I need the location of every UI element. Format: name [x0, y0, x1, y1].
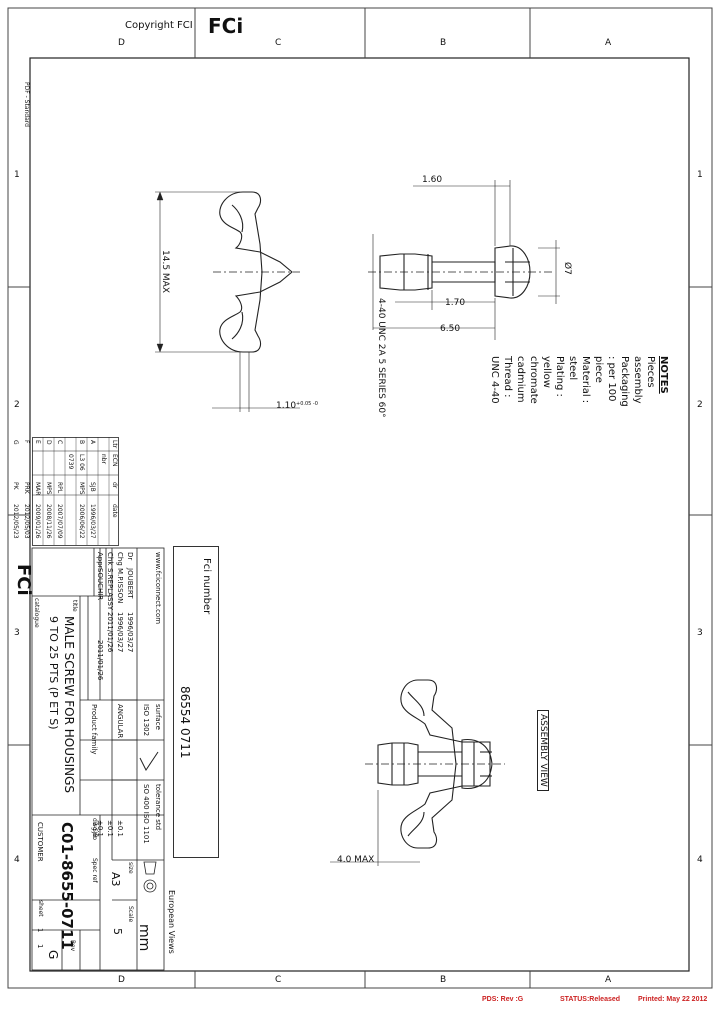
copyright-text: Copyright FCI — [125, 20, 193, 31]
approval2-date: 2011/01/26 — [96, 640, 104, 681]
dim-1-10: 1.10 — [276, 401, 297, 411]
approval-label: Chk — [106, 552, 114, 566]
screw-side-view — [379, 253, 433, 291]
footer-status: STATUS:Released — [560, 996, 621, 1003]
product-family-label: Product family — [90, 704, 98, 755]
zone-number-2-right: 2 — [697, 400, 703, 410]
zone-letter-d-bottom: D — [118, 975, 125, 985]
footer-pds: PDS: Rev :G — [482, 996, 524, 1003]
revision-table — [32, 437, 119, 546]
zone-number-4: 4 — [14, 855, 20, 865]
approval-name: S.REPLASSY — [106, 568, 114, 611]
zone-number-3: 3 — [14, 628, 20, 638]
zone-number-4-right: 4 — [697, 855, 703, 865]
sheet-label: sheet — [37, 900, 44, 917]
check-label: Chg — [116, 552, 124, 566]
surface-label: surface — [154, 704, 162, 730]
approval2-label: Appr — [96, 552, 104, 569]
zone-letter-a-bottom: A — [605, 975, 612, 985]
rev-value: G — [46, 950, 60, 960]
dim-6-50: 6.50 — [440, 324, 461, 334]
iso-label: ISO 1302 — [142, 704, 150, 737]
zone-letter-b-bottom: B — [440, 975, 447, 985]
drawn-date: 1996/03/27 — [126, 612, 134, 653]
surface-check-icon — [138, 750, 160, 772]
title-line-2: 9 TO 25 PTS (P ET S) — [47, 616, 60, 730]
zone-letter-c-bottom: C — [275, 975, 282, 985]
zone-letter-b: B — [440, 38, 447, 48]
fci-title-logo: FCi — [13, 564, 34, 596]
dim-4-0-max: 4.0 MAX — [337, 855, 375, 865]
tolerance-values: SO 400 ISO 1101 — [142, 784, 150, 844]
tolerance-row: ±0.1 — [106, 820, 114, 837]
zone-letter-c: C — [275, 38, 282, 48]
dwg-number: C01-8655-0711 — [58, 822, 76, 950]
check-date: 1996/03/27 — [116, 612, 124, 653]
approval2-name: SOUCHIR — [96, 568, 104, 601]
unit-value: mm — [136, 924, 152, 952]
zone-letter-a: A — [605, 38, 612, 48]
zone-number-2: 2 — [14, 400, 20, 410]
drawn-name: JOUBERT — [126, 568, 134, 599]
fci-logo: FCi — [208, 14, 244, 38]
tolerance-row: ±0.1 — [116, 820, 124, 837]
check-name: M.P.ISSON — [116, 568, 124, 604]
dim-1-70: 1.70 — [445, 298, 466, 308]
rev-label: Rev — [69, 940, 76, 952]
customer-label: CUSTOMER — [36, 822, 44, 862]
tolerance-label: tolerance std — [154, 784, 162, 831]
web-address: www.fciconnect.com — [154, 552, 162, 625]
sheet-value: 1 — [36, 928, 44, 933]
zone-number-3-right: 3 — [697, 628, 703, 638]
zone-number-1: 1 — [14, 170, 20, 180]
of-value: 1 — [36, 944, 44, 949]
assembly-view — [400, 679, 491, 849]
size-value: A3 — [109, 872, 122, 887]
size-label: size — [127, 862, 134, 874]
projection-symbol-icon — [140, 860, 160, 896]
spec-ref-value: 3-SJB — [91, 822, 98, 838]
scale-label: Scale — [127, 906, 134, 923]
spec-ref-label: Spec ref — [91, 858, 98, 883]
clip-side-view — [219, 191, 293, 353]
zone-number-1-right: 1 — [697, 170, 703, 180]
scale-value: 5 — [111, 928, 124, 935]
footer-printed: Printed: May 22 2012 — [638, 996, 708, 1003]
title-line-1: MALE SCREW FOR HOUSINGS — [62, 616, 76, 794]
zone-letter-d: D — [118, 38, 125, 48]
approval-date: 2011/01/26 — [106, 612, 114, 653]
drawn-label: Dr — [126, 552, 134, 561]
angular-label: ANGULAR — [116, 704, 124, 739]
classification-label: catalogue — [33, 598, 40, 628]
dim-1-10-tolerance: +0.05 -0 — [296, 401, 318, 407]
dim-1-60: 1.60 — [422, 175, 443, 185]
fci-number-box — [173, 546, 219, 858]
european-views-label: European Views — [167, 890, 176, 954]
title-label: title — [71, 600, 78, 612]
